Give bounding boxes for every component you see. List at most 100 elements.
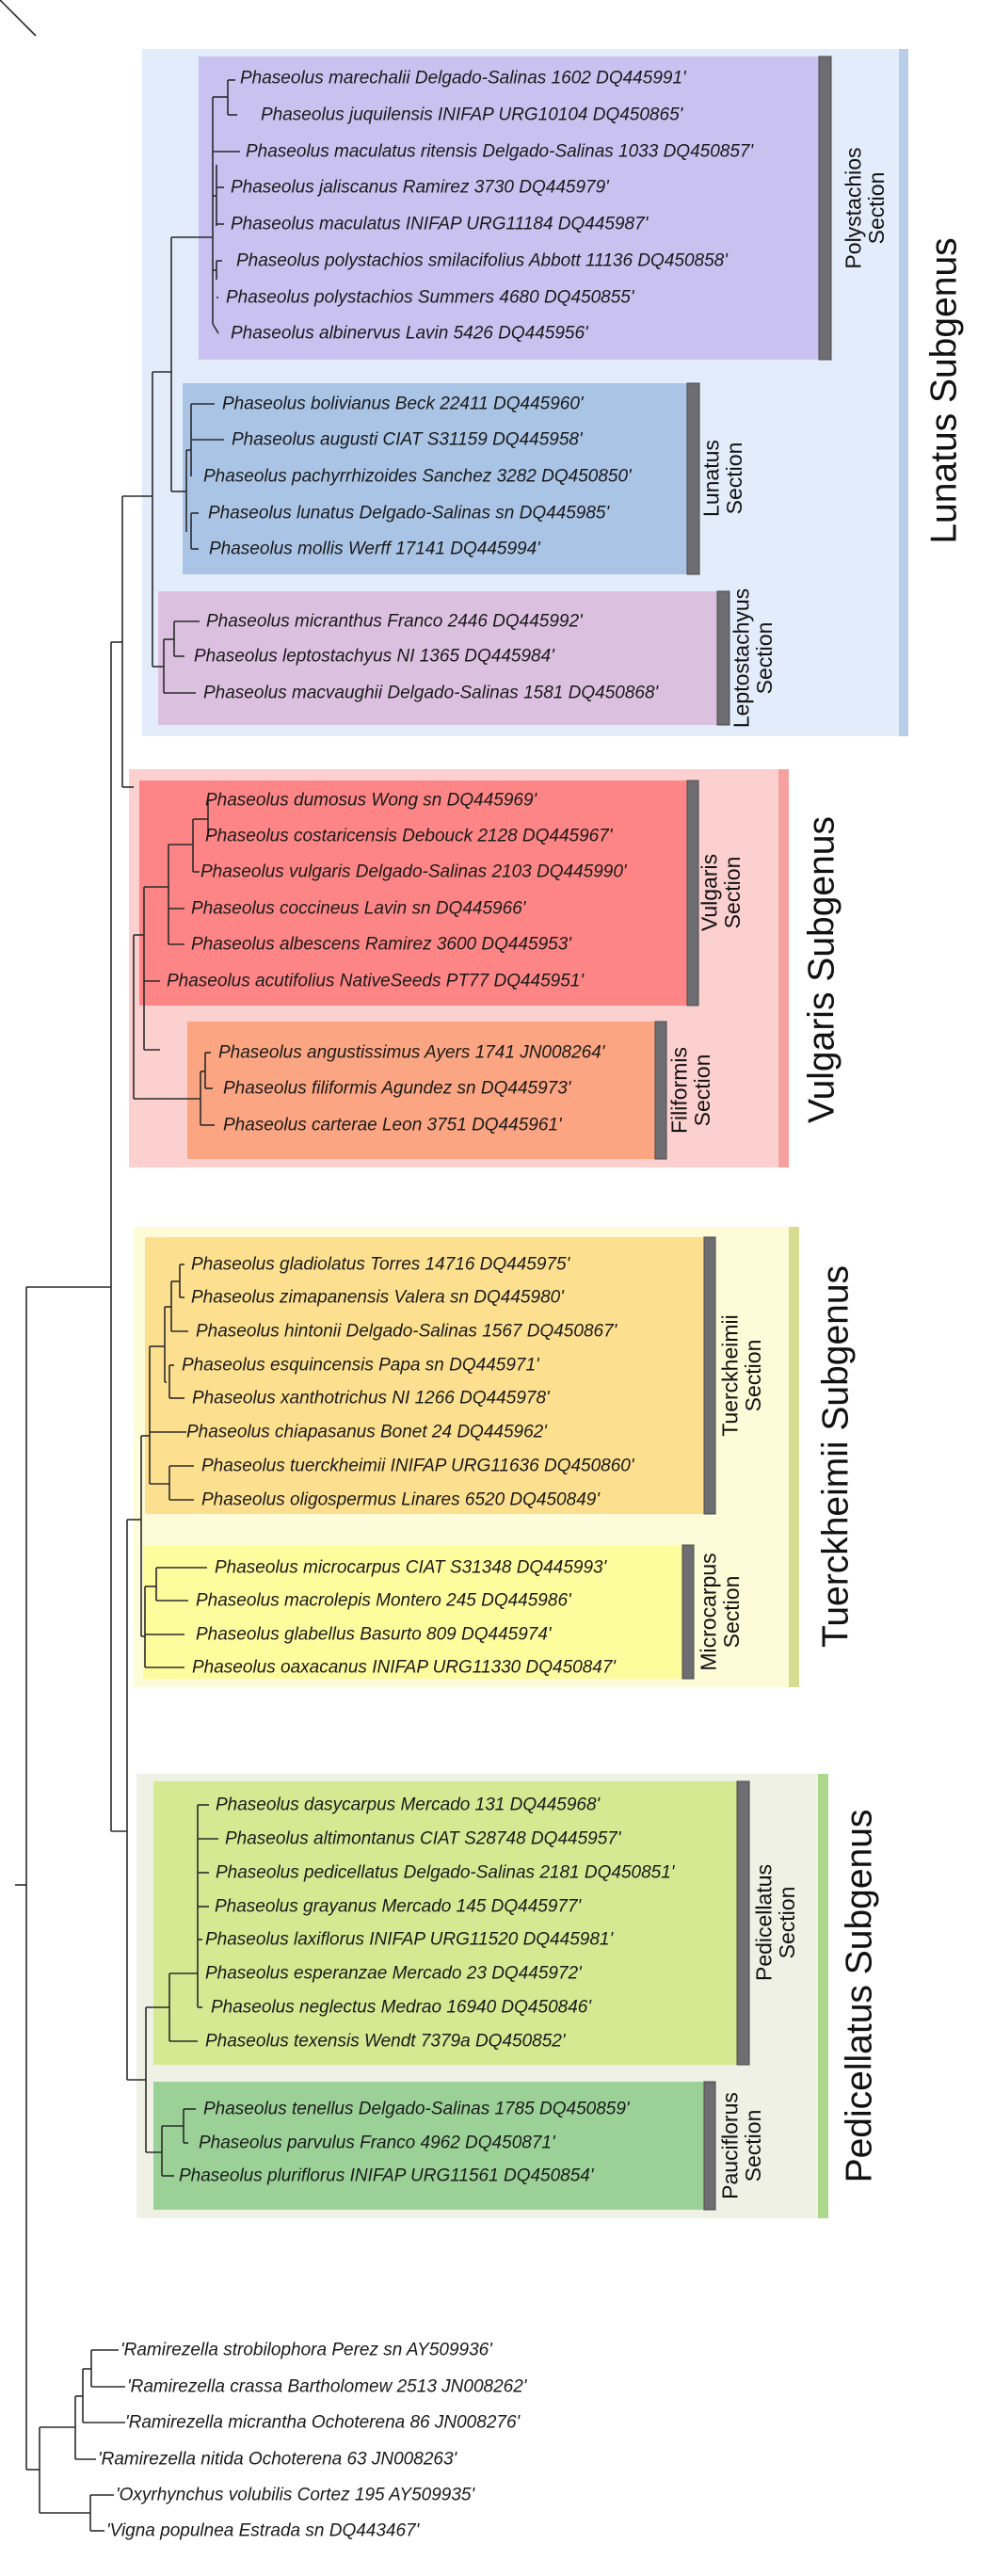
section-label: TuerckheimiiSection — [718, 1314, 765, 1437]
section-box — [183, 383, 687, 574]
section-bar — [686, 780, 699, 1006]
subgenus-strip — [778, 769, 789, 1167]
section-bar — [703, 2081, 716, 2211]
leaf-label: Phaseolus acutifolius NativeSeeds PT77 D… — [167, 972, 585, 991]
leaf-label: Phaseolus micranthus Franco 2446 DQ44599… — [206, 612, 584, 632]
outgroup-label: 'Ramirezella strobilophora Perez sn AY50… — [120, 2341, 493, 2360]
leaf-label: Phaseolus filiformis Agundez sn DQ445973… — [223, 1079, 572, 1099]
section-box — [187, 1022, 655, 1159]
leaf-label: Phaseolus glabellus Basurto 809 DQ445974… — [196, 1625, 553, 1645]
leaf-label: Phaseolus dasycarpus Mercado 131 DQ44596… — [216, 1795, 601, 1815]
section-label-line: Filiformis — [667, 1047, 692, 1134]
leaf-label: Phaseolus laxiflorus INIFAP URG11520 DQ4… — [205, 1930, 614, 1950]
section-label-line: Section — [864, 172, 889, 245]
leaf-label: Phaseolus mollis Werff 17141 DQ445994' — [209, 539, 541, 559]
section-box — [199, 56, 819, 360]
leaf-label: Phaseolus angustissimus Ayers 1741 JN008… — [218, 1043, 606, 1063]
leaf-label: Phaseolus coccineus Lavin sn DQ445966' — [191, 899, 527, 919]
root-diagonal — [0, 0, 37, 37]
leaf-label: Phaseolus zimapanensis Valera sn DQ44598… — [191, 1288, 565, 1308]
leaf-label: Phaseolus jaliscanus Ramirez 3730 DQ4459… — [231, 178, 610, 198]
section-label: FiliformisSection — [667, 1047, 714, 1134]
leaf-label: Phaseolus polystachios Summers 4680 DQ45… — [226, 288, 635, 308]
leaf-label: Phaseolus juquilensis INIFAP URG10104 DQ… — [261, 105, 684, 125]
leaf-label: Phaseolus leptostachyus NI 1365 DQ445984… — [194, 647, 555, 667]
leaf-label: Phaseolus altimontanus CIAT S28748 DQ445… — [225, 1829, 622, 1849]
section-label-line: Pauciflorus — [718, 2092, 743, 2199]
subgenus-strip — [789, 1227, 799, 1687]
subgenus-strip — [818, 1774, 828, 2218]
leaf-label: Phaseolus gladiolatus Torres 14716 DQ445… — [191, 1255, 571, 1275]
section-label-line: Section — [719, 1576, 744, 1649]
section-bar — [716, 590, 730, 726]
leaf-label: Phaseolus maculatus INIFAP URG11184 DQ44… — [231, 215, 649, 234]
section-label: MicrocarpusSection — [697, 1553, 744, 1670]
section-label-line: Pedicellatus — [752, 1864, 777, 1981]
section-box — [143, 1545, 682, 1679]
section-box — [139, 781, 687, 1006]
leaf-label: Phaseolus marechalii Delgado-Salinas 160… — [240, 69, 687, 89]
section-bar — [818, 56, 832, 361]
outgroup-label: 'Vigna populnea Estrada sn DQ443467' — [106, 2521, 421, 2541]
tree-branches — [0, 0, 240, 2532]
section-box — [158, 591, 717, 725]
leaf-label: Phaseolus pluriflorus INIFAP URG11561 DQ… — [179, 2166, 595, 2186]
section-label-line: Section — [741, 1340, 765, 1412]
section-box — [153, 1781, 737, 2065]
leaf-label: Phaseolus tenellus Delgado-Salinas 1785 … — [203, 2100, 631, 2119]
leaf-label: Phaseolus costaricensis Debouck 2128 DQ4… — [205, 827, 614, 846]
section-label: LeptostachyusSection — [729, 588, 777, 728]
section-label-line: Lunatus — [699, 440, 724, 517]
leaf-label: Phaseolus polystachios smilacifolius Abb… — [236, 251, 729, 271]
section-bar — [703, 1236, 716, 1515]
leaf-label: Phaseolus pedicellatus Delgado-Salinas 2… — [216, 1863, 676, 1883]
section-bar — [686, 382, 700, 575]
section-box — [153, 2082, 704, 2210]
leaf-label: Phaseolus microcarpus CIAT S31348 DQ4459… — [215, 1558, 608, 1578]
section-bar — [681, 1544, 695, 1680]
section-label-line: Vulgaris — [697, 854, 722, 931]
group-labels: Lunatus SubgenusPolystachiosSectionLunat… — [667, 147, 965, 2198]
section-label-line: Section — [752, 622, 777, 695]
leaf-label: Phaseolus oaxacanus INIFAP URG11330 DQ45… — [192, 1658, 617, 1678]
section-label-line: Microcarpus — [697, 1553, 721, 1670]
outgroup-label: 'Ramirezella nitida Ochoterena 63 JN0082… — [98, 2450, 458, 2470]
leaf-label: Phaseolus maculatus ritensis Delgado-Sal… — [246, 142, 754, 162]
albinervus-branch — [212, 323, 219, 334]
leaf-label: Phaseolus xanthotrichus NI 1266 DQ445978… — [192, 1389, 551, 1409]
section-bar — [654, 1021, 667, 1160]
section-label: LunatusSection — [699, 440, 746, 517]
leaf-label: Phaseolus neglectus Medrao 16940 DQ45084… — [211, 1998, 592, 2018]
subgenus-label: Vulgaris Subgenus — [802, 816, 842, 1123]
section-bar — [736, 1780, 750, 2066]
section-label-line: Section — [720, 857, 745, 929]
section-label: PedicellatusSection — [752, 1864, 799, 1981]
section-label-line: Section — [722, 443, 746, 515]
leaf-label: Phaseolus pachyrrhizoides Sanchez 3282 D… — [203, 467, 633, 487]
leaf-label: Phaseolus augusti CIAT S31159 DQ445958' — [232, 430, 584, 450]
outgroup-label: 'Ramirezella micrantha Ochoterena 86 JN0… — [125, 2413, 521, 2433]
leaf-label: Phaseolus dumosus Wong sn DQ445969' — [205, 791, 538, 811]
leaf-label: Phaseolus grayanus Mercado 145 DQ445977' — [215, 1897, 583, 1917]
leaf-label: Phaseolus parvulus Franco 4962 DQ450871' — [199, 2133, 556, 2153]
section-label-line: Leptostachyus — [729, 588, 754, 728]
section-box — [145, 1237, 704, 1514]
subgenus-strip — [899, 49, 908, 736]
subgenus-label: Pedicellatus Subgenus — [840, 1810, 880, 2183]
clade-boxes — [129, 49, 908, 2218]
section-label: VulgarisSection — [697, 854, 745, 931]
leaf-label: Phaseolus oligospermus Linares 6520 DQ45… — [201, 1490, 601, 1510]
section-label: PauciflorusSection — [718, 2092, 765, 2199]
leaf-label: Phaseolus hintonii Delgado-Salinas 1567 … — [196, 1322, 618, 1342]
section-label-line: Polystachios — [842, 147, 866, 268]
leaf-label: Phaseolus esperanzae Mercado 23 DQ445972… — [205, 1964, 583, 1984]
leaf-label: Phaseolus texensis Wendt 7379a DQ450852' — [205, 2032, 567, 2052]
leaf-label: Phaseolus lunatus Delgado-Salinas sn DQ4… — [208, 504, 610, 523]
outgroup-label: 'Ramirezella crassa Bartholomew 2513 JN0… — [127, 2377, 528, 2397]
section-label-line: Section — [741, 2110, 765, 2182]
leaf-label: Phaseolus bolivianus Beck 22411 DQ445960… — [222, 394, 585, 414]
leaf-label: Phaseolus vulgaris Delgado-Salinas 2103 … — [200, 862, 628, 882]
leaf-label: Phaseolus chiapasanus Bonet 24 DQ445962' — [186, 1423, 548, 1442]
section-label-line: Section — [775, 1887, 799, 1959]
